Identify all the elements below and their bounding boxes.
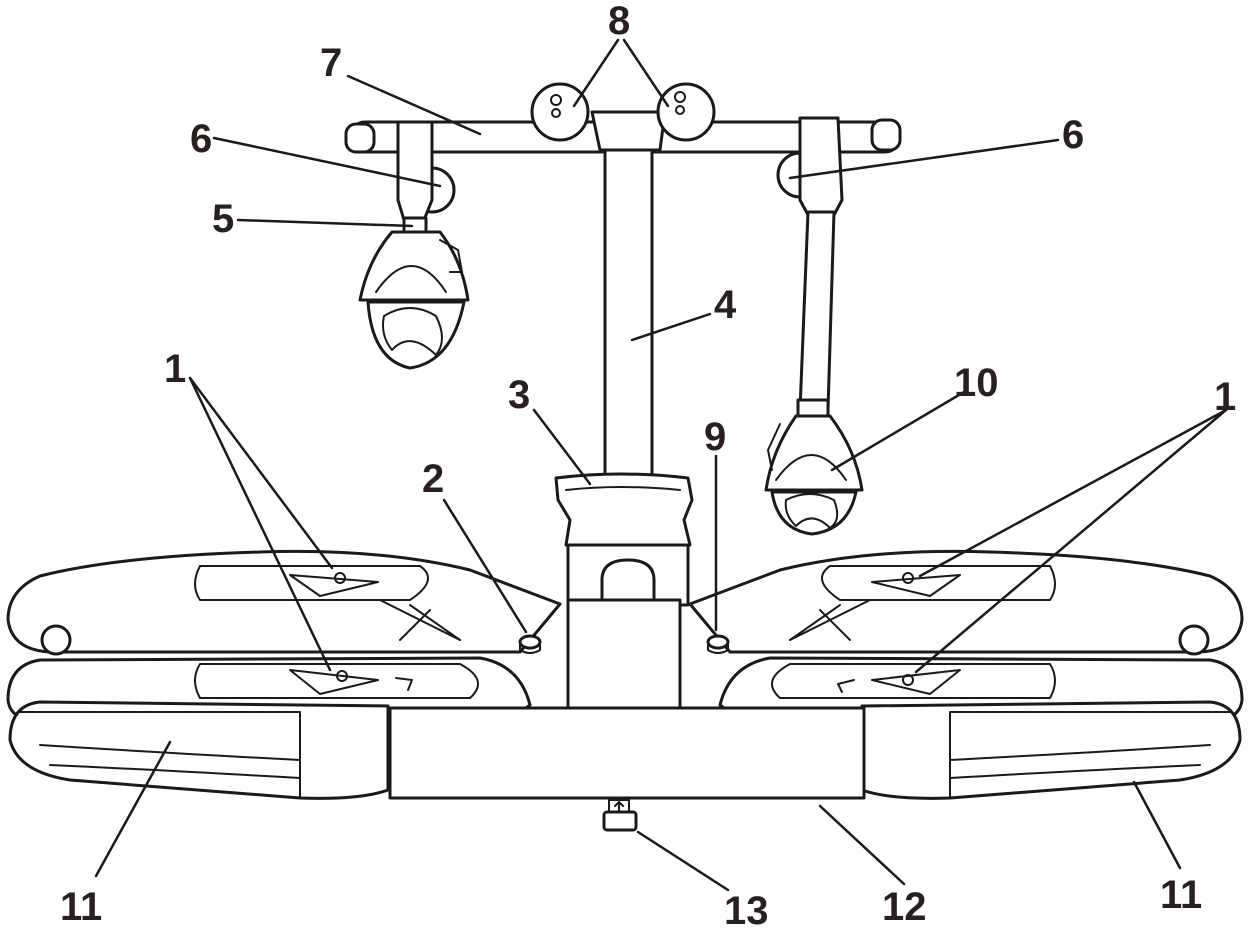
left-wheel-trays	[6, 549, 562, 800]
right-wheel-trays	[688, 549, 1244, 800]
left-frame-holder	[358, 120, 470, 370]
small-knobs	[518, 634, 730, 654]
callout-13: 13	[724, 889, 769, 928]
center-mount	[554, 472, 694, 712]
callout-8: 8	[608, 0, 630, 43]
callout-2: 2	[422, 457, 444, 501]
callout-6-right: 6	[1062, 113, 1084, 157]
connector	[602, 799, 638, 832]
callout-12: 12	[882, 885, 927, 928]
callout-4: 4	[714, 283, 737, 327]
knobs	[530, 82, 716, 142]
callout-1-left: 1	[164, 347, 186, 391]
callout-9: 9	[704, 415, 726, 459]
callout-3: 3	[508, 373, 530, 417]
leader-lines	[94, 38, 1228, 892]
callout-10: 10	[954, 361, 999, 405]
callout-labels: 1 1 2 3 4 5 6 6 7 8 9 10 11 11 12 13	[60, 0, 1236, 928]
callout-11-right: 11	[1160, 873, 1202, 917]
right-frame-holder	[764, 116, 864, 536]
callout-1-right: 1	[1214, 375, 1236, 419]
callout-5: 5	[212, 197, 234, 241]
callout-7: 7	[320, 41, 342, 85]
callout-11-left: 11	[60, 885, 102, 928]
callout-6-left: 6	[190, 117, 212, 161]
hitch-cover	[388, 706, 866, 800]
